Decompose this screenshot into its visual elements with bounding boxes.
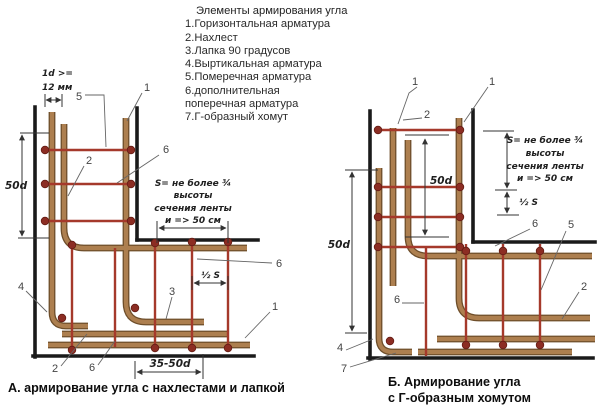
intersection-dots-b: [373, 125, 545, 350]
callout-2-upper: 2: [86, 155, 92, 167]
caption-diagram-a: А. армирование угла с нахлестами и лапко…: [8, 381, 285, 395]
callout-6-lower: 6: [394, 294, 400, 306]
diagram-b: 50d 50d S= не более ¾ высоты сечения лен…: [328, 76, 597, 375]
dimension-lines-b: [345, 130, 519, 334]
caption-b-line1: Б. Армирование угла: [388, 375, 521, 389]
dim-bar-spacing-value: 12 мм: [42, 83, 73, 93]
s-note-b-line1: S= не более ¾: [507, 135, 583, 146]
dim-overlap-a: 35-50d: [149, 358, 191, 370]
legend: Элементы армирования угла 1.Горизонтальн…: [185, 5, 395, 125]
legend-item-6-wrap: поперечная арматура: [185, 98, 299, 111]
callout-4: 4: [337, 342, 343, 354]
s-note-b-line4: и => 50 см: [517, 174, 574, 184]
rebar-bars-a: [48, 112, 250, 348]
s-note-a-line3: сечения ленты: [154, 204, 231, 214]
intersection-dots-a: [40, 145, 233, 355]
callout-1-top: 1: [144, 82, 150, 94]
hooked-bar-inner: [123, 118, 204, 325]
callout-2-top: 2: [424, 109, 430, 121]
dim-half-s-b: ½ S: [519, 198, 538, 208]
callout-5: 5: [76, 91, 82, 103]
legend-item-7: 7.Г-образный хомут: [185, 111, 288, 124]
legend-item-4: 4.Выртикальная арматура: [185, 58, 322, 71]
legend-title: Элементы армирования угла: [196, 5, 348, 17]
caption-b-line2: с Г-образным хомутом: [388, 390, 531, 405]
callout-6-right: 6: [276, 258, 282, 270]
callout-6-upper: 6: [163, 144, 169, 156]
callout-6-bottom: 6: [89, 362, 95, 374]
rebar-bars-b: [376, 118, 595, 355]
callout-3: 3: [169, 286, 175, 298]
s-note-a-line1: S= не более ¾: [155, 178, 231, 189]
dim-50d-inner-b: 50d: [430, 175, 453, 187]
bent-corner-bar: [405, 140, 592, 259]
callout-1-right: 1: [489, 76, 495, 88]
transverse-rebar-b: [376, 128, 542, 356]
callout-2-bottom: 2: [52, 363, 58, 375]
callout-2-right: 2: [581, 281, 587, 293]
callout-leaders-b: [345, 86, 580, 368]
legend-item-3: 3.Лапка 90 градусов: [185, 44, 291, 57]
dim-bar-spacing-label: 1d >=: [42, 69, 73, 79]
callout-1-left: 1: [412, 76, 418, 88]
transverse-rebar-a: [44, 148, 230, 350]
callout-1-lower: 1: [272, 301, 278, 313]
hooked-bar-left: [49, 112, 88, 329]
legend-item-1: 1.Горизонтальная арматура: [185, 18, 331, 31]
s-note-b-line3: сечения ленты: [506, 162, 583, 172]
dimension-lines-a: [18, 94, 229, 379]
s-note-a-line4: и => 50 см: [165, 216, 222, 226]
legend-item-5: 5.Померечная арматура: [185, 71, 312, 84]
diagram-a: 1d >= 12 мм 50d S= не более ¾ высоты сеч…: [5, 69, 282, 379]
s-note-a-line2: высоты: [174, 191, 213, 201]
bent-overlap-bar: [456, 118, 590, 321]
formwork-b: [366, 108, 597, 361]
l-shaped-clamp-bar: [376, 168, 412, 355]
s-note-b-line2: высоты: [526, 149, 565, 159]
legend-item-2: 2.Нахлест: [185, 31, 238, 44]
callout-6-upper: 6: [532, 218, 538, 230]
dim-50d-label-a: 50d: [5, 180, 28, 192]
callout-7: 7: [341, 363, 347, 375]
legend-item-6: 6.дополнительная: [185, 84, 280, 97]
caption-diagram-b: Б. Армирование угла с Г-образным хомутом: [388, 375, 588, 406]
callout-4: 4: [18, 281, 24, 293]
callout-leaders-a: [25, 92, 273, 367]
dim-50d-outer-b: 50d: [328, 239, 351, 251]
dim-half-s-a: ½ S: [201, 271, 220, 281]
callout-5: 5: [568, 219, 574, 231]
